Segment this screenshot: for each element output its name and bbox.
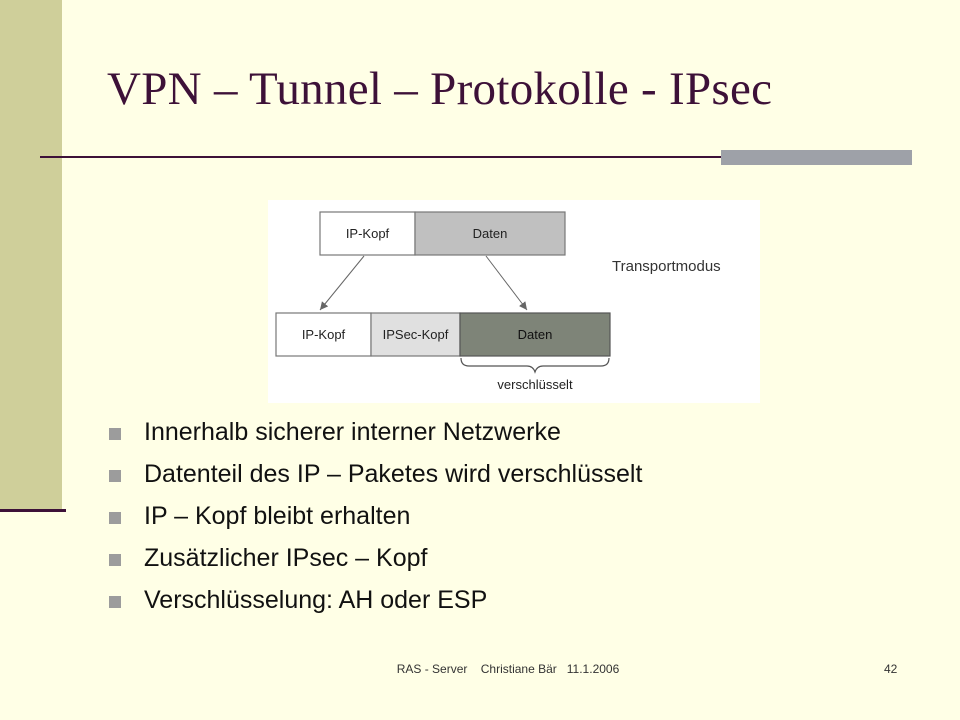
page-number: 42 bbox=[884, 662, 898, 676]
square-bullet-icon bbox=[109, 596, 121, 608]
top-ip-header-label: IP-Kopf bbox=[346, 226, 390, 241]
slide-title: VPN – Tunnel – Protokolle - IPsec bbox=[107, 63, 773, 115]
arrow-data bbox=[485, 255, 528, 311]
transport-mode-label: Transportmodus bbox=[612, 258, 721, 275]
transport-mode-diagram: IP-Kopf Daten Transportmodus IP-Kopf IPS… bbox=[268, 200, 760, 403]
bullet-item: Datenteil des IP – Paketes wird verschlü… bbox=[108, 460, 642, 502]
bullet-item: IP – Kopf bleibt erhalten bbox=[108, 502, 642, 544]
bullet-text: Verschlüsselung: AH oder ESP bbox=[144, 586, 488, 614]
diagram-svg: IP-Kopf Daten Transportmodus IP-Kopf IPS… bbox=[275, 211, 721, 392]
footer-text: RAS - Server Christiane Bär 11.1.2006 bbox=[396, 662, 620, 676]
arrow-ip-header bbox=[319, 255, 365, 311]
bullet-item: Zusätzlicher IPsec – Kopf bbox=[108, 544, 642, 586]
bottom-ipsec-header-box bbox=[370, 312, 461, 357]
encryption-brace bbox=[460, 357, 610, 374]
bullet-item: Verschlüsselung: AH oder ESP bbox=[108, 586, 642, 628]
top-data-box bbox=[414, 211, 566, 256]
top-data-label: Daten bbox=[473, 226, 508, 241]
sidebar-rule bbox=[0, 509, 66, 512]
bullet-item: Innerhalb sicherer interner Netzwerke bbox=[108, 418, 642, 460]
square-bullet-icon bbox=[109, 428, 121, 440]
bullet-text: Zusätzlicher IPsec – Kopf bbox=[144, 544, 428, 572]
square-bullet-icon bbox=[109, 512, 121, 524]
bottom-encrypted-data-box bbox=[459, 312, 611, 357]
square-bullet-icon bbox=[109, 470, 121, 482]
bullet-text: IP – Kopf bleibt erhalten bbox=[144, 502, 411, 530]
title-rule bbox=[40, 156, 912, 158]
bottom-ipsec-header-label: IPSec-Kopf bbox=[383, 327, 449, 342]
bullet-list: Innerhalb sicherer interner Netzwerke Da… bbox=[108, 418, 642, 628]
bullet-text: Innerhalb sicherer interner Netzwerke bbox=[144, 418, 561, 446]
bottom-data-label: Daten bbox=[518, 327, 553, 342]
top-ip-header-box bbox=[319, 211, 416, 256]
square-bullet-icon bbox=[109, 554, 121, 566]
bullet-text: Datenteil des IP – Paketes wird verschlü… bbox=[144, 460, 643, 488]
title-accent-bar bbox=[721, 150, 912, 165]
sidebar-band bbox=[0, 0, 62, 511]
bottom-ip-header-label: IP-Kopf bbox=[302, 327, 346, 342]
brace-label: verschlüsselt bbox=[497, 377, 573, 392]
